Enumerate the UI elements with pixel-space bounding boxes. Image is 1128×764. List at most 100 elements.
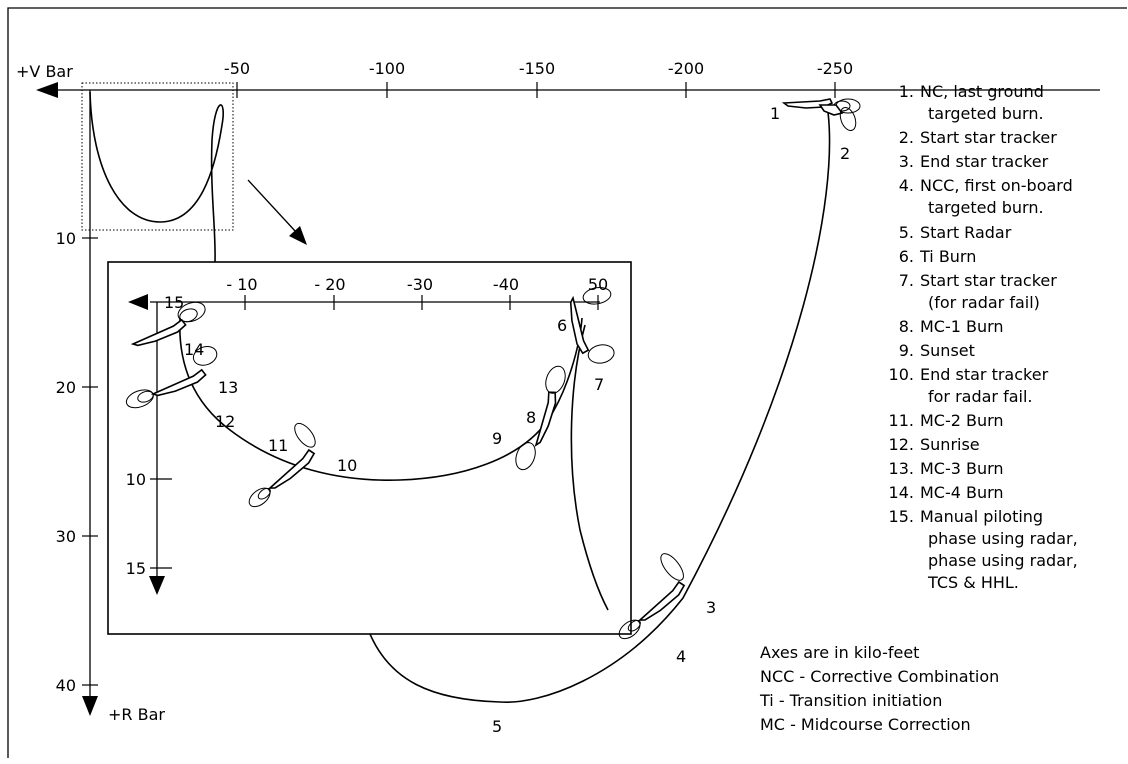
y-tick-label: 30 — [56, 527, 76, 546]
x-tick-label: -200 — [668, 59, 704, 78]
main-point-labels: 1 2 3 4 5 — [492, 104, 850, 736]
legend-text: phase using radar, — [928, 529, 1078, 548]
legend-text: targeted burn. — [928, 198, 1044, 217]
legend-number: 8. — [899, 317, 914, 336]
legend-text: MC-3 Burn — [920, 459, 1004, 478]
legend-text: (for radar fail) — [928, 293, 1040, 312]
inset-trajectory — [178, 317, 583, 481]
point-label-5: 5 — [492, 717, 502, 736]
y-tick-label: 40 — [56, 676, 76, 695]
zoom-arrow-line — [247, 179, 297, 233]
legend-text: Ti Burn — [919, 247, 976, 266]
legend-text: End star tracker — [920, 152, 1049, 171]
legend-number: 6. — [899, 247, 914, 266]
legend-text: NCC, first on-board — [920, 176, 1073, 195]
inset-x-tick-label: 50 — [588, 275, 608, 294]
shuttle-icon — [618, 553, 686, 640]
note-ti: Ti - Transition initiation — [759, 691, 942, 710]
legend-text: phase using radar, — [928, 551, 1078, 570]
inset-x-tick-label: - 20 — [314, 275, 345, 294]
shuttle-icon — [125, 345, 218, 409]
main-y-arrowhead — [82, 696, 98, 716]
x-tick-label: -150 — [519, 59, 555, 78]
legend-number: 14. — [889, 483, 914, 502]
legend-text: Start star tracker — [920, 128, 1057, 147]
y-tick-label: 10 — [56, 229, 76, 248]
legend-number: 12. — [889, 435, 914, 454]
point-label-11: 11 — [268, 436, 288, 455]
legend-text: MC-2 Burn — [920, 411, 1004, 430]
inset-descent-trajectory — [570, 324, 609, 611]
legend-text: MC-1 Burn — [920, 317, 1004, 336]
legend-text: Sunrise — [920, 435, 980, 454]
point-label-6: 6 — [557, 316, 567, 335]
note-ncc: NCC - Corrective Combination — [760, 667, 999, 686]
legend-text: NC, last ground — [920, 82, 1044, 101]
shuttle-icon — [515, 365, 566, 471]
main-y-ticks: 10 20 30 40 — [56, 229, 98, 695]
r-bar-label: +R Bar — [108, 705, 165, 724]
point-label-4: 4 — [676, 647, 686, 666]
near-field-trajectory — [89, 91, 224, 263]
legend-text: MC-4 Burn — [920, 483, 1004, 502]
point-label-3: 3 — [706, 598, 716, 617]
legend-number: 11. — [889, 411, 914, 430]
inset-frame — [107, 261, 632, 635]
point-label-14: 14 — [184, 340, 204, 359]
shuttle-icon — [569, 287, 615, 364]
point-label-10: 10 — [337, 456, 357, 475]
inset-x-arrowhead — [128, 294, 148, 310]
inset-point-labels: 6 7 8 9 10 11 12 13 14 15 — [164, 293, 604, 475]
legend-number: 4. — [899, 176, 914, 195]
legend: 1. NC, last ground targeted burn. 2. Sta… — [889, 82, 1078, 592]
point-label-9: 9 — [492, 429, 502, 448]
legend-number: 13. — [889, 459, 914, 478]
inset-y-ticks: 10 15 — [126, 470, 172, 578]
point-label-8: 8 — [526, 408, 536, 427]
legend-text: Sunset — [920, 341, 975, 360]
main-x-ticks: -50 -100 -150 -200 -250 — [224, 59, 853, 98]
x-tick-label: -50 — [224, 59, 250, 78]
y-tick-label: 20 — [56, 378, 76, 397]
legend-text: targeted burn. — [928, 104, 1044, 123]
shuttle-icon — [130, 301, 206, 347]
legend-text: End star tracker — [920, 365, 1049, 384]
note-mc: MC - Midcourse Correction — [760, 715, 971, 734]
legend-number: 10. — [889, 365, 914, 384]
legend-text: TCS & HHL. — [927, 573, 1019, 592]
note-units: Axes are in kilo-feet — [760, 643, 919, 662]
far-field-trajectory — [369, 111, 831, 704]
inset-y-tick-label: 15 — [126, 559, 146, 578]
shuttle-icon — [818, 104, 857, 132]
notes: Axes are in kilo-feet NCC - Corrective C… — [759, 643, 999, 734]
legend-text: for radar fail. — [928, 387, 1033, 406]
legend-text: Start Radar — [920, 223, 1012, 242]
legend-number: 15. — [889, 507, 914, 526]
main-x-arrowhead — [36, 82, 58, 98]
zoom-arrowhead — [289, 226, 307, 245]
legend-text: Manual piloting — [920, 507, 1043, 526]
x-tick-label: -100 — [369, 59, 405, 78]
point-label-2: 2 — [840, 144, 850, 163]
legend-number: 9. — [899, 341, 914, 360]
point-label-7: 7 — [594, 375, 604, 394]
outer-frame — [7, 7, 1127, 758]
point-label-13: 13 — [218, 378, 238, 397]
legend-number: 1. — [899, 82, 914, 101]
inset-y-arrowhead — [149, 576, 165, 595]
zoom-region-box — [81, 82, 234, 231]
legend-number: 5. — [899, 223, 914, 242]
legend-number: 2. — [899, 128, 914, 147]
inset-x-tick-label: - 10 — [226, 275, 257, 294]
inset-x-tick-label: -40 — [493, 275, 519, 294]
inset-y-tick-label: 10 — [126, 470, 146, 489]
point-label-1: 1 — [770, 104, 780, 123]
inset-x-ticks: - 10 - 20 -30 -40 50 — [226, 275, 608, 310]
legend-number: 3. — [899, 152, 914, 171]
point-label-12: 12 — [215, 412, 235, 431]
inset-x-tick-label: -30 — [407, 275, 433, 294]
legend-text: Start star tracker — [920, 271, 1057, 290]
point-label-15: 15 — [164, 293, 184, 312]
